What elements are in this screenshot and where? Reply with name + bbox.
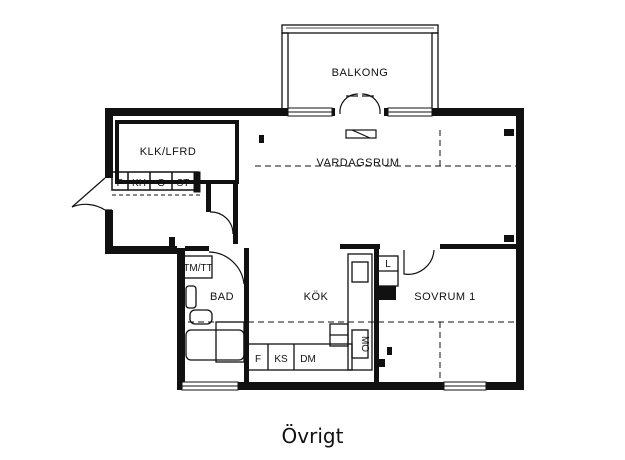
balcony-door	[339, 93, 381, 139]
fixture-label-mo: MO	[359, 336, 370, 352]
interior-walls	[185, 182, 520, 386]
fixture-label-st: ST	[177, 178, 190, 189]
fixture-label-l: L	[385, 259, 391, 270]
fixture-label-kh: KH	[132, 178, 146, 189]
room-label-bad: BAD	[210, 291, 234, 303]
room-label-kok: KÖK	[304, 291, 329, 303]
caption: Övrigt	[281, 424, 344, 448]
fixture-label-tm-tt: TM/TT	[183, 263, 212, 274]
wardrobe	[377, 255, 399, 287]
fixture-label-ks: KS	[274, 354, 288, 365]
fixture-label-f: F	[255, 354, 261, 365]
interior-doors	[208, 211, 435, 285]
fixture-label-g: G	[157, 178, 165, 189]
kitchen-counter	[247, 253, 373, 371]
bathroom-fixtures	[183, 255, 245, 363]
room-label-sovrum: SOVRUM 1	[414, 291, 475, 303]
room-label-balkong: BALKONG	[332, 67, 389, 79]
fixture-label-p: P	[117, 178, 124, 189]
hall-closets	[111, 120, 239, 196]
balcony	[281, 24, 439, 112]
outlet-marks	[169, 129, 514, 367]
room-label-vardagsrum: VARDAGSRUM	[316, 157, 399, 169]
windows	[181, 107, 487, 391]
entrance-door	[71, 177, 112, 211]
fixture-label-dm: DM	[300, 354, 316, 365]
room-label-klk-lfrd: KLK/LFRD	[140, 146, 197, 158]
